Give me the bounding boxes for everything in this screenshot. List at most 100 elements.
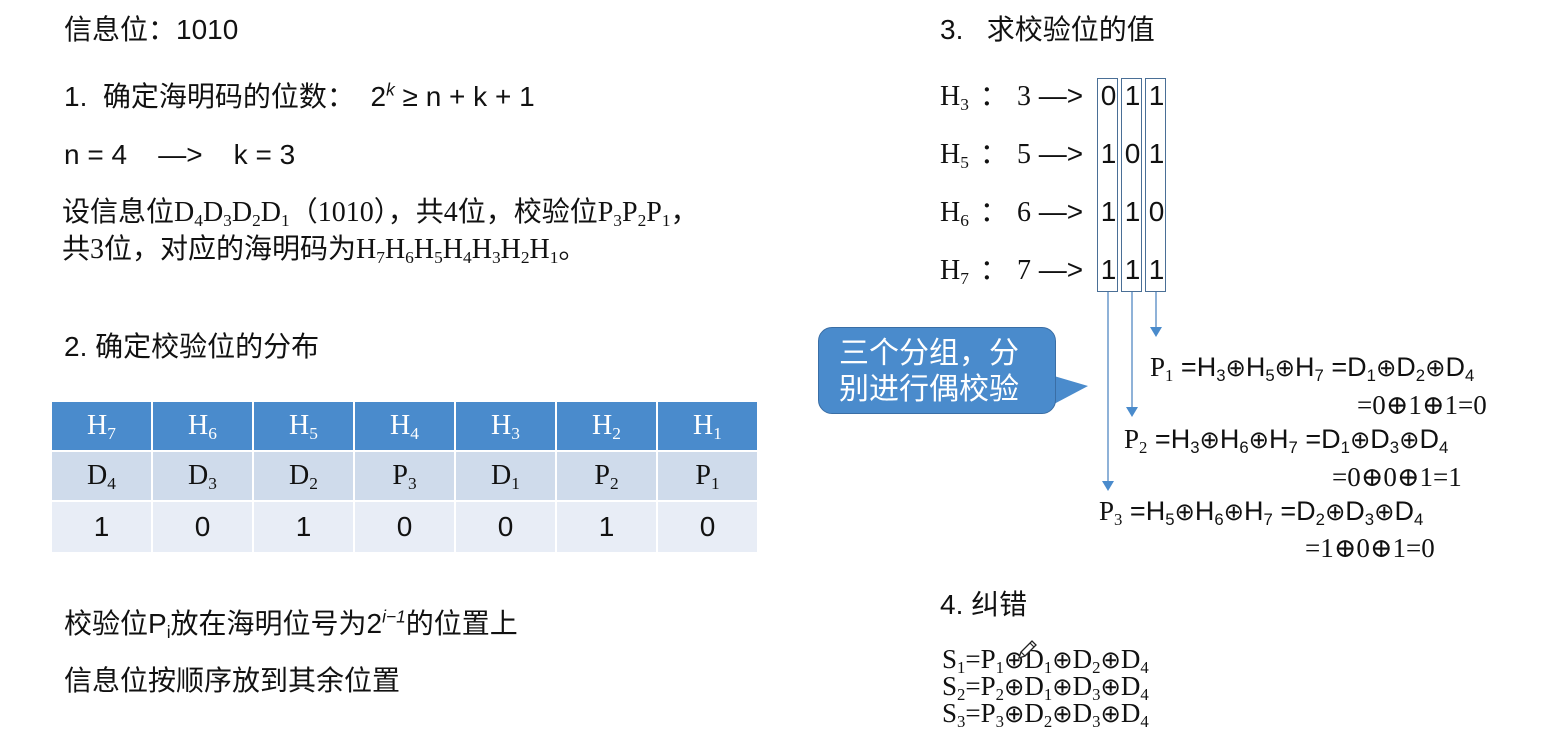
step3-number: 3. [940, 14, 964, 45]
table-header-cell: H5 [254, 402, 353, 450]
callout-line-1: 三个分组，分 [839, 337, 1019, 370]
arrow-down-icon [1102, 481, 1114, 491]
symbol: H7 [1269, 424, 1298, 458]
symbol: P2 [621, 197, 647, 231]
bit-cell: 1 [1148, 80, 1165, 111]
symbol: D1 [491, 460, 520, 494]
symbol: D2 [231, 197, 261, 231]
symbol: H7 [87, 410, 116, 444]
description-line-2: 共3位，对应的海明码为H7H6H5H4H3H2H1。 [62, 234, 587, 268]
symbol: P2 [594, 460, 619, 494]
table-value-cell: 0 [658, 502, 757, 552]
bit-cell: 1 [1100, 196, 1117, 227]
table-value-cell: 1 [52, 502, 151, 552]
table-value-cell: 1 [557, 502, 656, 552]
pencil-cursor-icon [1017, 640, 1037, 660]
symbol: D3 [188, 460, 217, 494]
table-header-cell: H2 [557, 402, 656, 450]
table-mapping-cell: D2 [254, 452, 353, 500]
symbol: H3 [940, 81, 969, 115]
arrow-icon: —> [1030, 196, 1084, 227]
symbol: S2 [942, 671, 966, 705]
symbol: P1 [646, 197, 671, 231]
n-value: n = 4 [64, 139, 128, 170]
symbol: H7 [1244, 496, 1273, 530]
table-header-cell: H4 [355, 402, 454, 450]
callout-bubble: 三个分组，分 别进行偶校验 [818, 327, 1056, 414]
symbol: P2 [1124, 424, 1148, 458]
bit-row: H6 ： 6 —> [940, 196, 1084, 231]
symbol: H5 [1245, 352, 1275, 386]
table-value-cell: 0 [153, 502, 252, 552]
arrow-icon: —> [1030, 80, 1084, 111]
symbol: D2 [1024, 698, 1053, 732]
bit-row: H3 ： 3 —> [940, 80, 1084, 115]
step2-title: 确定校验位的分布 [95, 331, 320, 362]
table-mapping-row: D4 D3 D2 P3 D1 P2 P1 [52, 452, 757, 500]
symbol: H4 [390, 410, 419, 444]
symbol: H3 [1170, 424, 1200, 458]
symbol: D3 [1345, 496, 1375, 530]
description-line-1: 设信息位D4D3D2D1（1010），共4位，校验位P3P2P1， [62, 197, 699, 231]
symbol: D3 [1072, 698, 1101, 732]
step4-number: 4. [940, 589, 964, 620]
step2-heading: 2. 确定校验位的分布 [64, 331, 319, 363]
symbol: P1 [980, 644, 1005, 678]
step1-title: 确定海明码的位数： [102, 81, 355, 112]
symbol: S3 [942, 698, 966, 732]
symbol: P1 [1150, 352, 1174, 386]
bit-column-box-p3 [1097, 78, 1118, 292]
table-mapping-cell: D4 [52, 452, 151, 500]
table-value-cell: 1 [254, 502, 353, 552]
step1-heading: 1. 确定海明码的位数： 2k ≥ n + k + 1 [64, 81, 535, 113]
table-mapping-cell: D3 [153, 452, 252, 500]
bit-cell: 1 [1148, 138, 1165, 169]
syndrome-equation: S2=P2⊕D1⊕D3⊕D4 [942, 671, 1149, 705]
table-mapping-cell: P3 [355, 452, 454, 500]
symbol: H6 [940, 197, 969, 231]
symbol: H5 [940, 139, 969, 173]
rule-info-position: 信息位按顺序放到其余位置 [64, 665, 401, 696]
bit-cell: 1 [1124, 254, 1141, 285]
parity-equation: P3 =H5⊕H6⊕H7 =D2⊕D3⊕D4 [1099, 496, 1424, 530]
step1-number: 1. [64, 81, 88, 112]
symbol: H6 [1219, 424, 1249, 458]
symbol: H3 [491, 410, 520, 444]
step3-title: 求校验位的值 [986, 14, 1155, 45]
arrow-icon: —> [1030, 254, 1084, 285]
symbol: P1 [695, 460, 720, 494]
step4-heading: 4. 纠错 [940, 589, 1027, 621]
symbol: H5 [289, 410, 318, 444]
symbol: D4 [1120, 644, 1149, 678]
syndrome-equation: S1=P1⊕D1⊕D2⊕D4 [942, 644, 1149, 678]
bit-row: H7 ： 7 —> [940, 254, 1084, 289]
symbol: D2 [289, 460, 318, 494]
symbol: D3 [202, 197, 232, 231]
symbol: D2 [1072, 644, 1101, 678]
symbol: D4 [1445, 352, 1475, 386]
bit-cell: 1 [1124, 196, 1141, 227]
symbol: P3 [1099, 496, 1123, 530]
bit-cell: 1 [1124, 80, 1141, 111]
bit-cell: 1 [1100, 138, 1117, 169]
symbol: D1 [1321, 424, 1350, 458]
symbol: H7 [1295, 352, 1324, 386]
bit-cell: 1 [1100, 254, 1117, 285]
bit-cell: 0 [1148, 196, 1165, 227]
parity-equation: P1 =H3⊕H5⊕H7 =D1⊕D2⊕D4 [1150, 352, 1475, 386]
symbol: H6 [1194, 496, 1224, 530]
table-header-cell: H3 [456, 402, 555, 450]
table-mapping-cell: D1 [456, 452, 555, 500]
bit-cell: 0 [1100, 80, 1117, 111]
symbol: D3 [1072, 671, 1101, 705]
symbol: D2 [1396, 352, 1426, 386]
info-bits-line: 信息位：1010 [64, 14, 238, 46]
bit-column-box-p2 [1121, 78, 1142, 292]
bit-cell: 0 [1124, 138, 1141, 169]
syndrome-equation: S3=P3⊕D2⊕D3⊕D4 [942, 698, 1149, 732]
table-value-cell: 0 [456, 502, 555, 552]
symbol: H2 [592, 410, 621, 444]
step2-number: 2. [64, 331, 88, 362]
